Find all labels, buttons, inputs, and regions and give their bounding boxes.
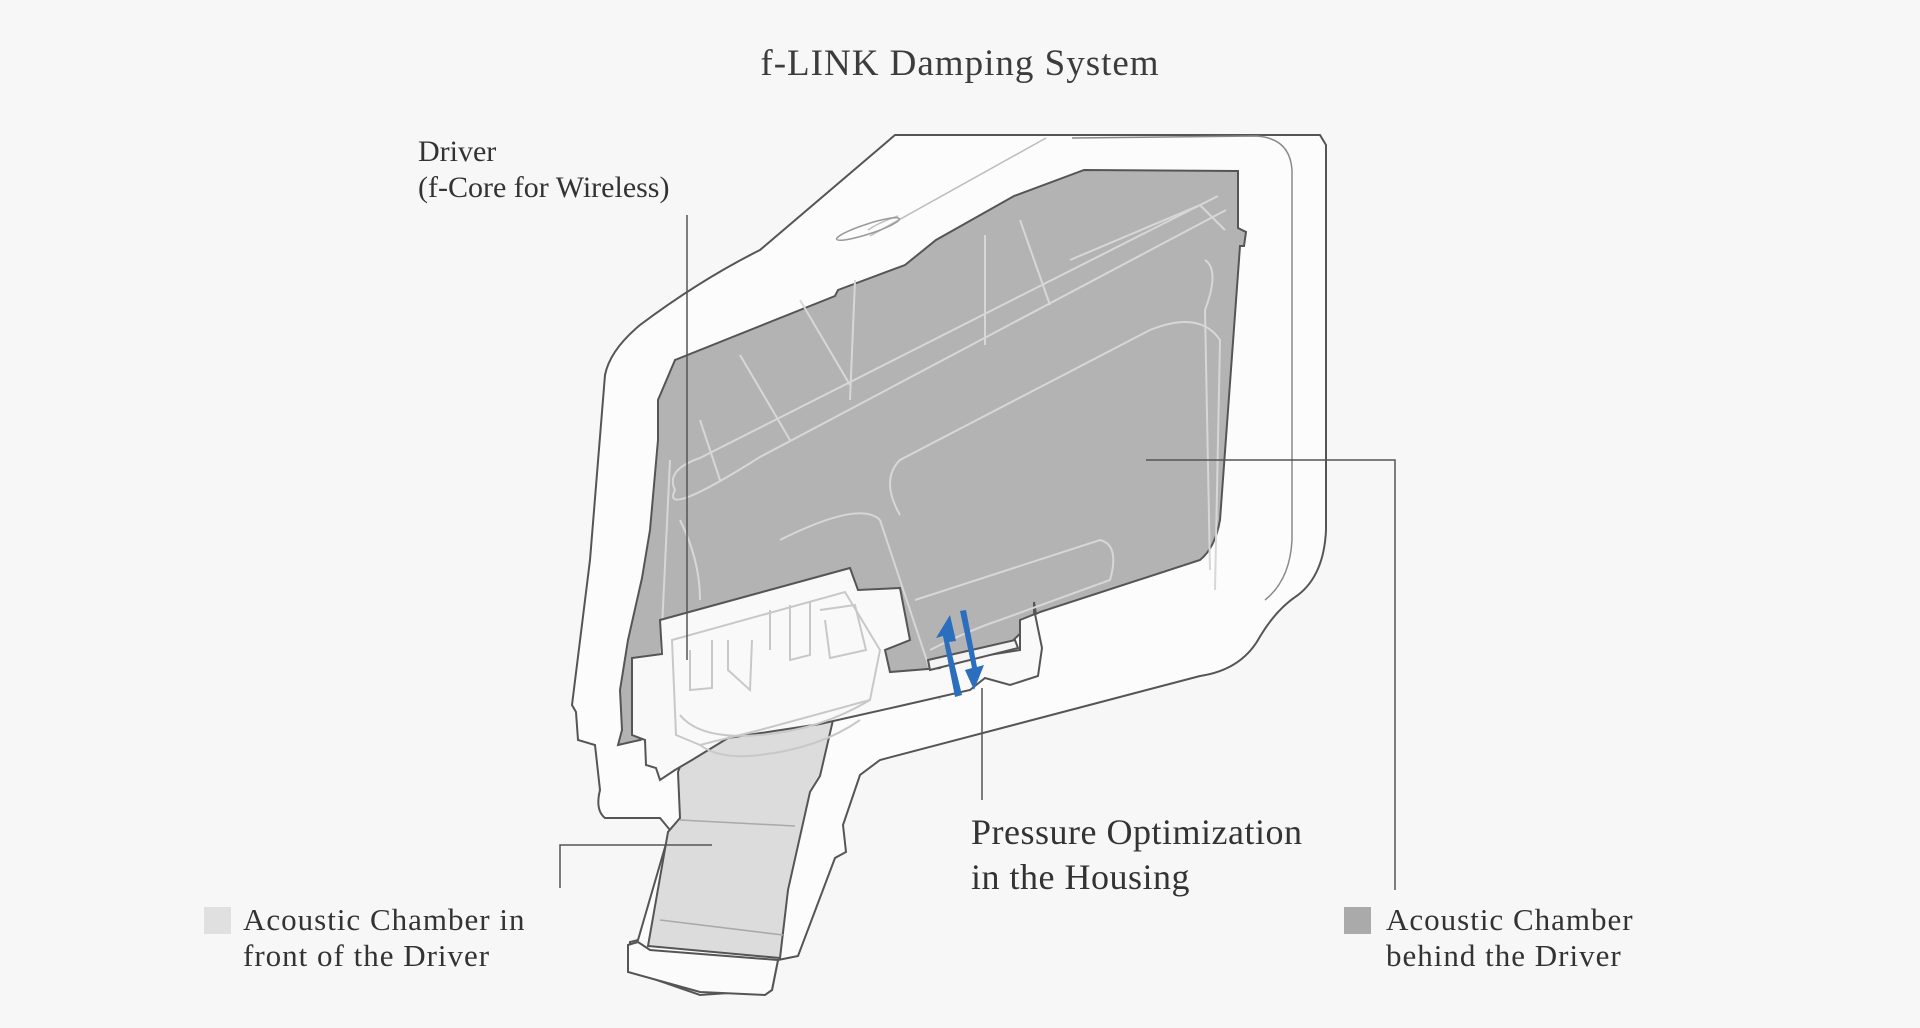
legend-behind-line-1: Acoustic Chamber [1386, 902, 1634, 937]
legend-swatch-front [204, 907, 231, 934]
internal-structure-lines [659, 195, 1227, 701]
pressure-arrows-icon [936, 610, 984, 697]
pressure-label-line-2: in the Housing [971, 857, 1190, 897]
driver-label: Driver (f-Core for Wireless) [418, 134, 669, 206]
driver-label-line-2: (f-Core for Wireless) [418, 171, 670, 204]
legend-behind-label: Acoustic Chamber behind the Driver [1386, 902, 1634, 974]
nozzle-lines [659, 819, 796, 936]
driver-internal-lines [670, 590, 882, 758]
legend-front-label: Acoustic Chamber in front of the Driver [243, 902, 525, 974]
leader-lines [559, 215, 1396, 890]
housing-vent [835, 216, 901, 242]
front-leader-line [559, 844, 712, 888]
eartip-flange [627, 940, 780, 997]
pressure-label: Pressure Optimization in the Housing [971, 810, 1302, 900]
housing-inner-line [1071, 135, 1293, 601]
legend-swatch-behind [1344, 907, 1371, 934]
driver-unit [631, 566, 1044, 782]
behind-leader-line [1146, 459, 1396, 890]
diagram-title: f-LINK Damping System [760, 43, 1160, 84]
driver-label-line-1: Driver [418, 135, 497, 168]
legend-front-line-1: Acoustic Chamber in [243, 902, 526, 937]
legend-behind-line-2: behind the Driver [1386, 938, 1622, 973]
pressure-label-line-1: Pressure Optimization [971, 812, 1303, 852]
legend-front-line-2: front of the Driver [243, 938, 491, 973]
